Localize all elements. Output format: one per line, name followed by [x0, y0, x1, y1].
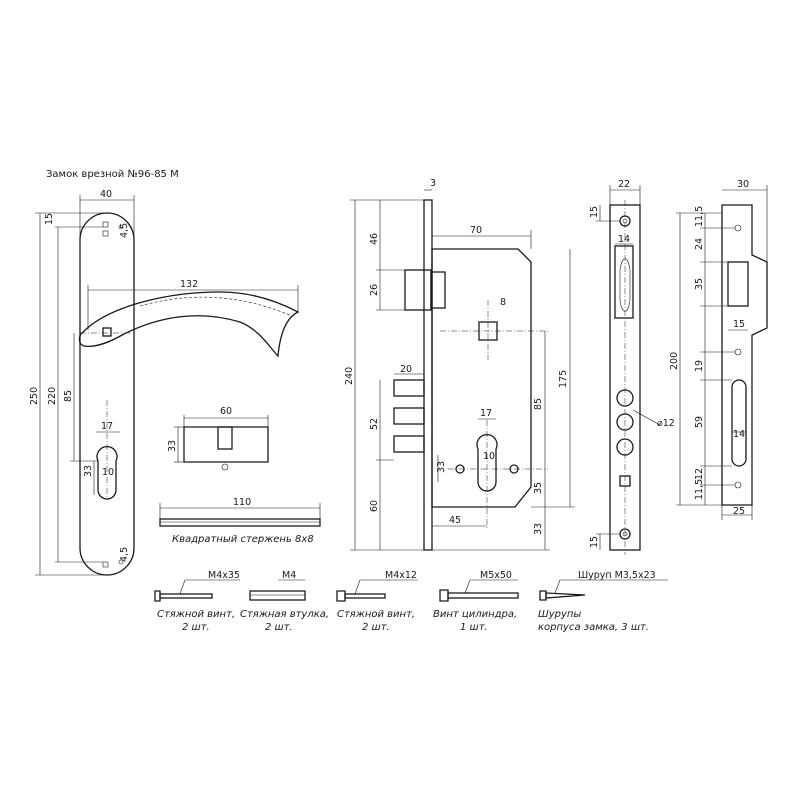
lock-bottom-zone: 60 — [369, 500, 380, 512]
lock-latch-h: 26 — [369, 284, 380, 296]
lock-hole-offset: 45 — [449, 515, 461, 526]
part-caption-2b: 2 шт. — [265, 622, 293, 633]
bar-length: 110 — [233, 497, 251, 508]
handle-cyl-bottom: 33 — [83, 465, 94, 477]
lock-top-latch: 46 — [369, 233, 380, 245]
strike-pocket: 35 — [694, 278, 705, 290]
lock-cylinder-round: 10 — [483, 451, 495, 462]
lock-spindle-sq: 8 — [500, 297, 506, 308]
strike-height: 200 — [669, 352, 680, 370]
handle-hole-offset-bottom: 4,5 — [119, 547, 130, 562]
handle-cyl-width: 17 — [101, 421, 113, 432]
handle-lever-length: 132 — [180, 279, 198, 290]
part-spec-1: М4х35 — [208, 570, 240, 581]
handle-cyl-round: 10 — [102, 467, 114, 478]
handle-hole-offset-top: 4,5 — [119, 223, 130, 238]
handle-height: 250 — [29, 387, 40, 405]
faceplate-hole-dia: ⌀12 — [657, 418, 675, 429]
part-spec-2: М4 — [282, 570, 296, 581]
lock-latch-depth: 20 — [400, 364, 412, 375]
strike-bottom-w: 25 — [733, 506, 745, 517]
lock-body-view — [350, 189, 575, 551]
handle-to-cylinder: 85 — [63, 390, 74, 402]
part-caption-4b: 1 шт. — [460, 622, 488, 633]
part-caption-5b: корпуса замка, 3 шт. — [538, 622, 649, 633]
square-bar-view — [159, 503, 321, 527]
part-caption-1a: Стяжной винт, — [157, 609, 235, 620]
strike-first: 24 — [694, 238, 705, 250]
drawing-title: Замок врезной №96-85 М — [46, 169, 179, 180]
part-caption-3b: 2 шт. — [362, 622, 390, 633]
lock-backset: 85 — [533, 398, 544, 410]
handle-top-hole: 15 — [44, 213, 55, 225]
part-spec-3: М4х12 — [385, 570, 417, 581]
strike-width: 30 — [737, 179, 749, 190]
strike-top: 11,5 — [694, 206, 705, 227]
strike-bottom: 11,5 — [694, 479, 705, 500]
faceplate-bottom-hole: 15 — [589, 536, 600, 548]
part-caption-2a: Стяжная втулка, — [240, 609, 329, 620]
part-spec-4: М5х50 — [480, 570, 512, 581]
lock-case-width: 70 — [470, 225, 482, 236]
handle-width: 40 — [100, 189, 112, 200]
strike-gap2: 12 — [694, 468, 705, 480]
part-caption-3a: Стяжной винт, — [337, 609, 415, 620]
strike-pocket-w: 15 — [733, 319, 745, 330]
lock-cyl-h: 33 — [436, 461, 447, 473]
door-handle-view — [35, 195, 300, 576]
faceplate-view — [596, 185, 661, 555]
part-spec-5: Шуруп М3,5х23 — [578, 570, 656, 581]
faceplate-top-hole: 15 — [589, 206, 600, 218]
strike-gap: 19 — [694, 360, 705, 372]
bar-caption: Квадратный стержень 8х8 — [172, 534, 314, 545]
lock-total-h: 240 — [344, 367, 355, 385]
lock-bolt-zone: 52 — [369, 418, 380, 430]
cylinder-view — [174, 415, 269, 471]
lock-to-cylinder: 17 — [480, 408, 492, 419]
handle-hole-span: 220 — [47, 387, 58, 405]
lock-bottom-offset: 33 — [533, 523, 544, 535]
faceplate-width: 22 — [618, 179, 630, 190]
part-caption-5a: Шурупы — [538, 609, 581, 620]
faceplate-inner-w: 14 — [618, 234, 630, 245]
lock-plate: 3 — [430, 178, 436, 189]
strike-slot: 59 — [694, 416, 705, 428]
parts-row — [154, 579, 668, 602]
lock-overall-h: 175 — [558, 370, 569, 388]
part-caption-4a: Винт цилиндра, — [433, 609, 517, 620]
cylinder-length: 60 — [220, 406, 232, 417]
strike-slot-w: 14 — [733, 429, 745, 440]
lock-bottom-gap: 35 — [533, 482, 544, 494]
strike-plate-view — [676, 185, 768, 520]
part-caption-1b: 2 шт. — [182, 622, 210, 633]
cylinder-height: 33 — [167, 440, 178, 452]
